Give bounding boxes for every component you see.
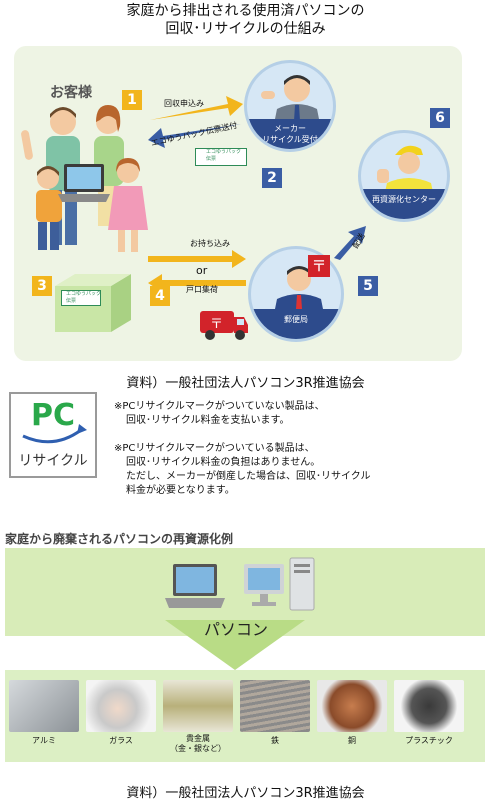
svg-text:〒: 〒 [210, 317, 223, 332]
material-label-precious-metal: 貴金属 （金・銀など） [170, 734, 226, 753]
title-line-2: 回収･リサイクルの仕組み [165, 21, 326, 37]
arrow-apply-label: 回収申込み [164, 99, 204, 108]
material-precious-metal-image [163, 680, 233, 732]
arrow-or-label: or [196, 264, 208, 277]
material-aluminum-image [9, 680, 79, 732]
step-4-badge: 4 [150, 286, 170, 306]
pc-mark-text: PC [30, 398, 75, 433]
customer-label: お客様 [50, 85, 92, 101]
step-1-badge: 1 [122, 90, 142, 110]
material-label-copper: 銅 [348, 736, 356, 745]
material-label-plastic: プラスチック [405, 736, 453, 745]
mail-truck-icon: 〒 [200, 311, 248, 340]
arrows-customer-maker [148, 96, 243, 148]
customers-icon [21, 105, 148, 252]
arrows-customer-post [148, 250, 246, 292]
note-2-line-3: ただし、メーカーが倒産した場合は、回収･リサイクル [126, 471, 371, 482]
note-1-line-2: 回収･リサイクル料金を支払います。 [126, 415, 290, 426]
pc-recycle-mark: PC リサイクル [9, 392, 97, 478]
pc-mark-recycle-text: リサイクル [18, 453, 88, 469]
maker-label: メーカー リサイクル受付 [247, 119, 333, 149]
post-mark-icon: 〒 [308, 255, 330, 277]
arrow-bring-label: お持ち込み [190, 239, 230, 248]
material-label-glass: ガラス [109, 736, 133, 745]
box-slip-label: エコゆうパック 伝票 [61, 290, 101, 306]
note-2-line-1: ※PCリサイクルマークがついている製品は、 [114, 443, 315, 454]
note-2-line-4: 料金が必要となります。 [126, 485, 235, 496]
down-arrow [165, 620, 305, 670]
title-line-1: 家庭から排出される使用済パソコンの [126, 3, 365, 19]
material-label-iron: 鉄 [271, 736, 279, 745]
recycle-center-label: 再資源化センター [361, 189, 447, 219]
note-2-line-2: 回収･リサイクル料金の負担はありません。 [126, 457, 321, 468]
material-glass-image [86, 680, 156, 732]
material-copper-image [317, 680, 387, 732]
material-plastic-image [394, 680, 464, 732]
step-3-badge: 3 [32, 276, 52, 296]
arrow-pickup-label: 戸口集荷 [186, 285, 218, 294]
pc-label: パソコン [203, 620, 268, 639]
recycling-section-title: 家庭から廃棄されるパソコンの再資源化例 [5, 532, 234, 546]
maker-circle: メーカー リサイクル受付 [244, 60, 336, 152]
source-text-bottom: 資料）一般社団法人パソコン3R推進協会 [126, 786, 365, 801]
page-title: 家庭から排出される使用済パソコンの 回収･リサイクルの仕組み [0, 2, 491, 38]
recycle-center-circle: 再資源化センター [358, 130, 450, 222]
laptop-icon [58, 164, 110, 202]
recycle-arrow-icon [22, 424, 87, 444]
eco-slip-card: エコゆうパック 伝票 [195, 148, 247, 166]
step-2-badge: 2 [262, 168, 282, 188]
delivery-arrow [334, 226, 366, 260]
material-iron-image [240, 680, 310, 732]
source-text: 資料）一般社団法人パソコン3R推進協会 [126, 376, 365, 391]
material-label-aluminum: アルミ [32, 736, 56, 745]
post-office-label: 郵便局 [251, 309, 341, 339]
desktop-pc-icon [244, 557, 315, 611]
step-5-badge: 5 [358, 276, 378, 296]
note-1-line-1: ※PCリサイクルマークがついていない製品は、 [114, 401, 325, 412]
step-6-badge: 6 [430, 108, 450, 128]
band-laptop-icon [165, 564, 225, 608]
